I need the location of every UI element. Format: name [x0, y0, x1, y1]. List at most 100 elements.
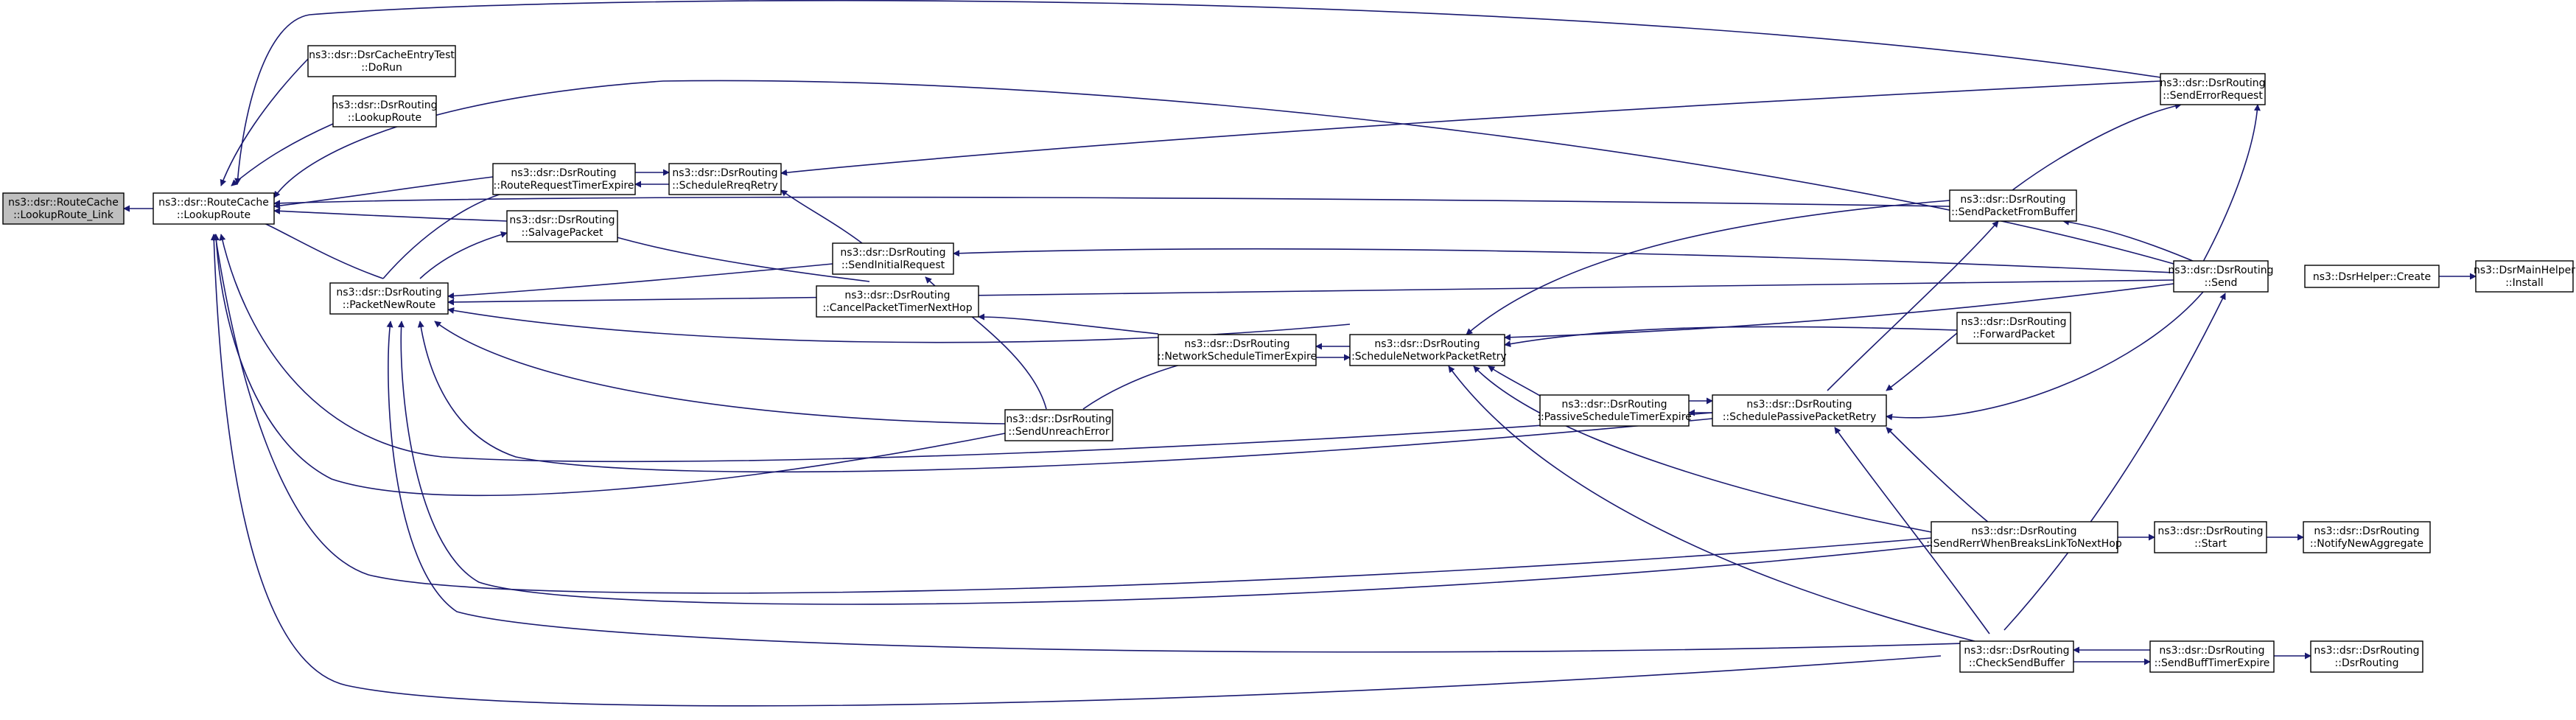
edge-csb-to-snpr	[1448, 366, 1975, 642]
node-send[interactable]: ns3::dsr::DsrRouting ::Send	[2168, 260, 2274, 293]
node-line: ::RouteRequestTimerExpire	[494, 180, 634, 192]
node-line: ::LookupRoute	[348, 112, 421, 124]
node-line: ns3::dsr::DsrRouting	[1561, 399, 1667, 410]
edge-dlr-to-lookuproute	[231, 123, 334, 186]
edge-sir-to-srr	[780, 189, 863, 244]
node-routerequesttimerexpire[interactable]: ns3::dsr::DsrRouting ::RouteRequestTimer…	[492, 163, 636, 195]
edge-fwd-to-sppr	[1886, 332, 1958, 391]
node-line: ns3::dsr::DsrRouting	[1961, 316, 2066, 328]
edge-spfb-to-ser	[2005, 102, 2182, 196]
edge-srwb-to-snpr	[1473, 366, 1932, 533]
node-line: ns3::dsr::DsrRouting	[336, 287, 441, 298]
node-line: ns3::dsr::DsrRouting	[511, 167, 616, 179]
edge-pnr-to-rrte	[382, 188, 517, 279]
node-line: ns3::dsr::DsrRouting	[509, 214, 615, 226]
edge-sue-to-pnr	[434, 321, 1006, 424]
node-line: ::ScheduleNetworkPacketRetry	[1348, 351, 1506, 363]
node-line: ::Start	[2194, 538, 2227, 550]
edge-csb-to-pnr	[386, 321, 1990, 653]
node-line: ns3::DsrHelper::Create	[2313, 271, 2431, 283]
edges	[123, 0, 2477, 707]
node-line: ns3::dsr::DsrCacheEntryTest	[309, 49, 455, 61]
node-sendinitialrequest[interactable]: ns3::dsr::DsrRouting ::SendInitialReques…	[832, 242, 954, 275]
node-dsrrouting-lookuproute[interactable]: ns3::dsr::DsrRouting ::LookupRoute	[332, 95, 438, 127]
edge-ser-to-lookuproute	[234, 0, 2161, 185]
node-sendunreacherror[interactable]: ns3::dsr::DsrRouting ::SendUnreachError	[1004, 409, 1113, 441]
node-line: ns3::dsr::DsrRouting	[1374, 338, 1480, 350]
node-line: ::SendPacketFromBuffer	[1951, 206, 2075, 218]
edge-nste-to-cptnh	[978, 313, 1159, 335]
node-start[interactable]: ns3::dsr::DsrRouting ::Start	[2154, 521, 2267, 553]
node-line: ns3::dsr::DsrRouting	[2157, 525, 2263, 537]
node-schedulepassivepacketretry[interactable]: ns3::dsr::DsrRouting ::SchedulePassivePa…	[1712, 394, 1887, 427]
edge-sue-to-nste	[1082, 359, 1194, 410]
edge-srwb-to-pnr	[398, 321, 1932, 605]
edge-ser-to-srr	[780, 80, 2161, 176]
node-dsrcacheentrytest-dorun[interactable]: ns3::dsr::DsrCacheEntryTest ::DoRun	[307, 45, 456, 77]
edge-send-to-spfb	[2062, 218, 2204, 266]
node-sendbufftimerexpire[interactable]: ns3::dsr::DsrRouting ::SendBuffTimerExpi…	[2149, 640, 2275, 673]
node-line: ::PacketNewRoute	[343, 299, 435, 311]
node-cancelpackettimernexthop[interactable]: ns3::dsr::DsrRouting ::CancelPacketTimer…	[816, 285, 979, 318]
node-line: ::SendErrorRequest	[2163, 90, 2263, 102]
node-line: ns3::dsr::DsrRouting	[1960, 194, 2065, 206]
edge-csb-to-lookuproute	[210, 234, 1942, 707]
edge-srwb-to-sppr	[1886, 427, 1990, 524]
node-line: ::SendUnreachError	[1008, 426, 1109, 438]
node-line: ::SendRerrWhenBreaksLinkToNextHop	[1926, 538, 2122, 550]
edge-rrte-to-lookuproute	[273, 176, 494, 209]
edge-spfb-to-snpr	[1466, 200, 1950, 335]
node-line: ::SendBuffTimerExpire	[2155, 657, 2270, 669]
node-passivescheduletimerexpire[interactable]: ns3::dsr::DsrRouting ::PassiveScheduleTi…	[1537, 394, 1692, 427]
node-senderrorrequest[interactable]: ns3::dsr::DsrRouting ::SendErrorRequest	[2160, 73, 2266, 105]
node-line: ns3::dsr::DsrRouting	[1184, 338, 1289, 350]
node-sendrerrwhenbreakslinktonexthop[interactable]: ns3::dsr::DsrRouting ::SendRerrWhenBreak…	[1926, 521, 2122, 553]
node-notifynewaggregate[interactable]: ns3::dsr::DsrRouting ::NotifyNewAggregat…	[2303, 521, 2431, 553]
node-line: ::Send	[2205, 277, 2238, 289]
node-line: ns3::dsr::DsrRouting	[2314, 525, 2419, 537]
node-networkscheduletimerexpire[interactable]: ns3::dsr::DsrRouting ::NetworkScheduleTi…	[1158, 334, 1317, 366]
node-line: ns3::dsr::DsrRouting	[840, 247, 945, 259]
node-dsrrouting-constructor[interactable]: ns3::dsr::DsrRouting ::DsrRouting	[2310, 640, 2423, 673]
edge-sppr-to-spfb	[1827, 220, 1999, 391]
node-routecache-lookuproute-link[interactable]: ns3::dsr::RouteCache ::LookupRoute_Link	[2, 192, 125, 225]
node-dsrhelper-create[interactable]: ns3::DsrHelper::Create	[2304, 265, 2440, 288]
edge-fwd-to-snpr	[1504, 326, 1958, 348]
node-line: ns3::dsr::RouteCache	[158, 197, 269, 209]
node-line: ns3::dsr::DsrRouting	[672, 167, 777, 179]
node-salvagepacket[interactable]: ns3::dsr::DsrRouting ::SalvagePacket	[506, 210, 618, 242]
node-forwardpacket[interactable]: ns3::dsr::DsrRouting ::ForwardPacket	[1956, 312, 2071, 344]
node-line: ::PassiveScheduleTimerExpire	[1537, 411, 1692, 423]
node-line: ::SchedulePassivePacketRetry	[1723, 411, 1877, 423]
node-line: ns3::dsr::DsrRouting	[332, 99, 437, 111]
node-line: ::ScheduleRreqRetry	[672, 180, 778, 192]
node-dsrmainhelper-install[interactable]: ns3::DsrMainHelper ::Install	[2474, 260, 2575, 293]
node-routecache-lookuproute[interactable]: ns3::dsr::RouteCache ::LookupRoute	[153, 192, 275, 225]
node-line: ::DoRun	[361, 62, 402, 74]
node-line: ::LookupRoute	[177, 209, 251, 221]
node-line: ns3::dsr::DsrRouting	[2168, 265, 2273, 276]
nodes: ns3::dsr::RouteCache ::LookupRoute_Link …	[2, 45, 2575, 673]
node-line: ::Install	[2505, 277, 2544, 289]
node-line: ::LookupRoute_Link	[13, 209, 114, 221]
node-packetnewroute[interactable]: ns3::dsr::DsrRouting ::PacketNewRoute	[329, 282, 449, 315]
node-schedulenetworkpacketretry[interactable]: ns3::dsr::DsrRouting ::ScheduleNetworkPa…	[1348, 334, 1507, 366]
node-sendpacketfrombuffer[interactable]: ns3::dsr::DsrRouting ::SendPacketFromBuf…	[1949, 189, 2077, 222]
node-line: ::NetworkScheduleTimerExpire	[1158, 351, 1317, 363]
edge-spfb-to-lookuproute	[273, 196, 1950, 207]
node-line: ::CheckSendBuffer	[1969, 657, 2065, 669]
edge-pnr-to-lookuproute	[250, 216, 384, 279]
node-schedulerreqretry[interactable]: ns3::dsr::DsrRouting ::ScheduleRreqRetry	[668, 163, 782, 195]
node-line: ns3::dsr::DsrRouting	[1964, 645, 2069, 657]
node-line: ns3::dsr::DsrRouting	[844, 290, 950, 301]
edge-sir-to-pnr	[447, 263, 833, 299]
edge-pnr-to-salv	[419, 231, 508, 279]
edge-test-to-lookuproute	[220, 58, 309, 186]
node-line: ns3::dsr::DsrRouting	[1746, 399, 1852, 410]
node-checksendbuffer[interactable]: ns3::dsr::DsrRouting ::CheckSendBuffer	[1959, 640, 2074, 673]
edge-send-to-pnr	[447, 279, 2174, 306]
edge-send-to-ser	[2202, 104, 2261, 262]
edge-pste-to-snpr	[1488, 366, 1541, 396]
edge-sppr-to-pnr	[417, 321, 1713, 473]
